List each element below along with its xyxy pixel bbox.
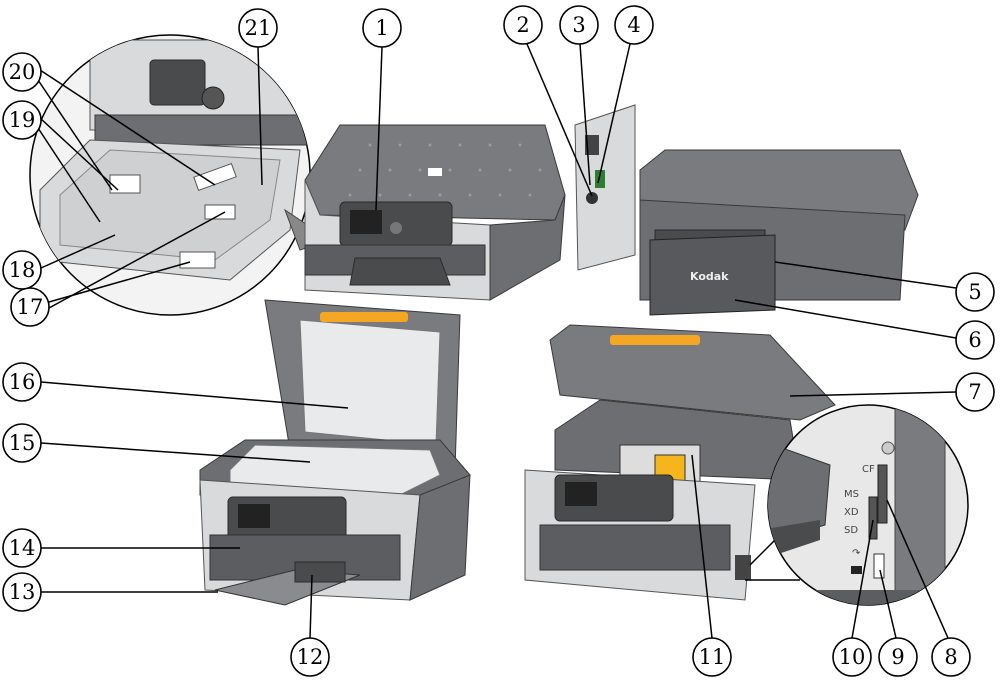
display-screen bbox=[149, 59, 206, 106]
rear-access-door bbox=[649, 234, 776, 316]
ethernet-port bbox=[595, 170, 605, 188]
callout-16: 16 bbox=[2, 362, 42, 402]
photo-tray-guide bbox=[204, 204, 236, 220]
svg-text:20: 20 bbox=[9, 60, 36, 84]
callout-5: 5 bbox=[955, 272, 995, 312]
svg-text:14: 14 bbox=[9, 536, 36, 560]
svg-text:4: 4 bbox=[627, 13, 640, 37]
svg-text:8: 8 bbox=[944, 645, 957, 669]
kodak-logo: Kodak bbox=[690, 270, 729, 283]
ms-xd-sd-card-slot bbox=[868, 496, 878, 540]
svg-text:18: 18 bbox=[9, 258, 36, 282]
callout-14: 14 bbox=[2, 528, 42, 568]
callout-15: 15 bbox=[2, 423, 42, 463]
svg-text:5: 5 bbox=[968, 280, 981, 304]
callout-1: 1 bbox=[362, 8, 402, 48]
svg-text:13: 13 bbox=[9, 580, 36, 604]
callout-19: 19 bbox=[2, 100, 42, 140]
svg-text:1: 1 bbox=[375, 16, 388, 40]
slot-label-cf: CF bbox=[862, 464, 875, 475]
callout-20: 20 bbox=[2, 52, 42, 92]
printer-scanner-open-view bbox=[199, 299, 471, 606]
power-port bbox=[586, 192, 598, 204]
callout-9: 9 bbox=[878, 637, 918, 677]
paper-tray-magnified-view bbox=[29, 34, 332, 316]
usb-camera-port bbox=[873, 553, 885, 579]
callout-3: 3 bbox=[559, 5, 599, 45]
svg-text:3: 3 bbox=[572, 13, 585, 37]
svg-text:10: 10 bbox=[839, 645, 866, 669]
svg-text:16: 16 bbox=[9, 370, 36, 394]
printer-back-view: Kodak bbox=[574, 104, 919, 316]
svg-text:9: 9 bbox=[891, 645, 904, 669]
usb-port bbox=[585, 135, 599, 155]
printer-access-door bbox=[549, 324, 836, 421]
svg-text:17: 17 bbox=[17, 295, 44, 319]
printer-open-cartridge-view: CF MS XD SD ↷ bbox=[524, 324, 969, 606]
camera-icon bbox=[851, 566, 862, 574]
cf-card-slot bbox=[877, 464, 888, 524]
callout-11: 11 bbox=[692, 637, 732, 677]
printer-front-view bbox=[304, 124, 566, 301]
output-tray bbox=[539, 524, 731, 571]
callout-10: 10 bbox=[832, 637, 872, 677]
leader-lines bbox=[37, 43, 957, 639]
callout-7: 7 bbox=[955, 372, 995, 412]
svg-text:12: 12 bbox=[297, 645, 324, 669]
callout-13: 13 bbox=[2, 572, 42, 612]
paper-guide bbox=[193, 162, 237, 192]
pictbridge-icon: ↷ bbox=[852, 548, 861, 559]
callout-17: 17 bbox=[10, 287, 50, 327]
svg-text:21: 21 bbox=[245, 16, 272, 40]
lid-backing bbox=[299, 319, 441, 446]
svg-text:2: 2 bbox=[516, 13, 529, 37]
slot-label-ms: MS bbox=[844, 489, 859, 500]
callout-6: 6 bbox=[955, 320, 995, 360]
callout-2: 2 bbox=[503, 5, 543, 45]
svg-text:7: 7 bbox=[968, 380, 981, 404]
svg-text:6: 6 bbox=[968, 328, 981, 352]
svg-text:19: 19 bbox=[9, 108, 36, 132]
tray-latch bbox=[179, 251, 216, 269]
slot-label-sd: SD bbox=[844, 525, 858, 536]
slot-label-xd: XD bbox=[844, 507, 859, 518]
paper-guide-left bbox=[109, 174, 141, 194]
callout-21: 21 bbox=[238, 8, 278, 48]
callout-8: 8 bbox=[931, 637, 971, 677]
callout-12: 12 bbox=[290, 637, 330, 677]
card-slot-area bbox=[735, 555, 751, 580]
callout-18: 18 bbox=[2, 250, 42, 290]
callout-4: 4 bbox=[614, 5, 654, 45]
output-tray-stop bbox=[294, 561, 346, 583]
svg-text:11: 11 bbox=[699, 645, 726, 669]
svg-text:15: 15 bbox=[9, 431, 36, 455]
